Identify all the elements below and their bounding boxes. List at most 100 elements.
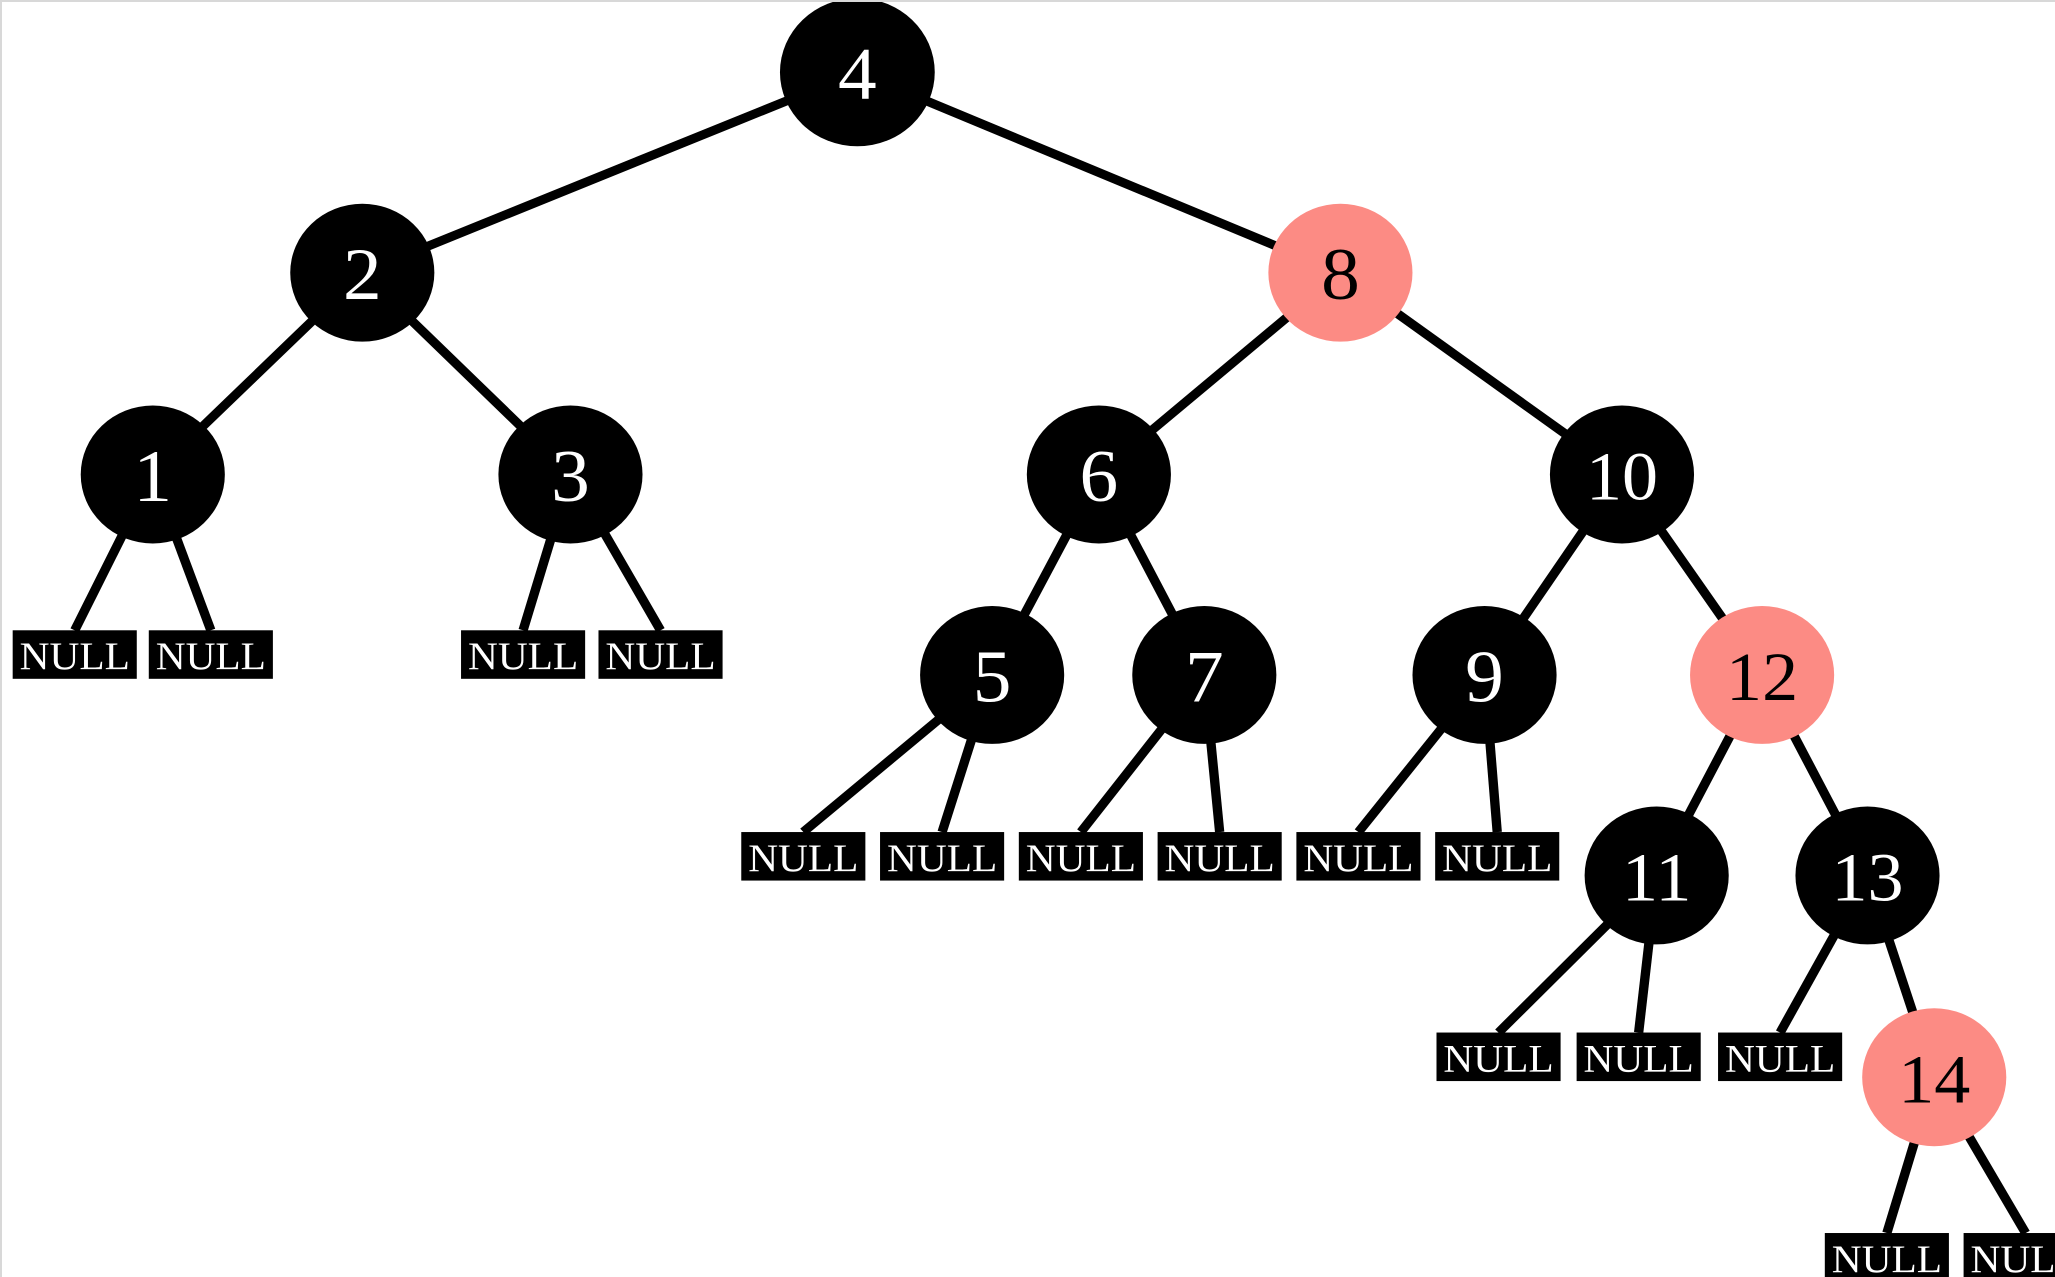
nil-node-label: NULL: [1165, 836, 1275, 880]
nil-node[interactable]: NULL: [880, 832, 1005, 881]
tree-edge: [518, 532, 558, 632]
tree-node-10[interactable]: 10: [1549, 405, 1695, 544]
nil-node-box: [148, 630, 273, 679]
tree-node-9[interactable]: 9: [1412, 606, 1557, 744]
node-label: 2: [343, 235, 382, 316]
tree-node-6[interactable]: 6: [1026, 405, 1171, 544]
tree-node-12[interactable]: 12: [1690, 606, 1835, 744]
nil-node[interactable]: NULL: [1436, 1032, 1561, 1082]
nil-node-box: [1718, 1032, 1843, 1082]
node-circle-black: [80, 405, 225, 544]
tree-edge: [1653, 522, 1731, 627]
node-circle-black: [1795, 806, 1940, 945]
nil-node-box: [1018, 832, 1143, 881]
nil-node-box: [12, 630, 137, 679]
nil-node-label: NULL: [156, 634, 266, 678]
tree-edge: [1017, 527, 1074, 623]
node-label: 5: [973, 637, 1012, 718]
tree-node-7[interactable]: 7: [1132, 606, 1277, 744]
node-circle-black: [498, 405, 643, 544]
nil-node[interactable]: NULL: [1963, 1233, 2055, 1277]
node-circle-red: [1690, 606, 1835, 744]
node-circle-black: [290, 203, 435, 342]
nil-node[interactable]: NULL: [1296, 832, 1421, 881]
nil-node[interactable]: NULL: [1435, 832, 1560, 881]
nil-node-box: [1436, 1032, 1561, 1082]
nil-node-label: NULL: [1303, 836, 1413, 880]
nil-node[interactable]: NULL: [461, 630, 586, 679]
node-circle-black: [779, 2, 935, 147]
tree-edge: [1515, 523, 1591, 627]
nil-node[interactable]: NULL: [1824, 1233, 1949, 1277]
tree-edge: [1786, 727, 1843, 823]
tree-edge: [1144, 309, 1296, 438]
nil-node[interactable]: NULL: [598, 630, 723, 679]
node-circle-black: [1584, 806, 1729, 945]
tree-edge: [403, 313, 529, 435]
tree-node-11[interactable]: 11: [1584, 806, 1729, 945]
nil-node-label: NULL: [1725, 1036, 1835, 1080]
tree-node-3[interactable]: 3: [498, 405, 643, 544]
tree-edge: [1484, 735, 1502, 833]
tree-edge: [919, 94, 1284, 253]
nil-node-box: [1576, 1032, 1701, 1082]
node-label: 6: [1080, 436, 1119, 517]
nil-node-box: [1824, 1233, 1949, 1277]
edges-layer: [70, 93, 2030, 1236]
node-circle-black: [1026, 405, 1171, 544]
tree-node-2[interactable]: 2: [290, 203, 435, 342]
node-label: 3: [551, 436, 590, 517]
tree-edge: [1205, 735, 1225, 833]
nil-node[interactable]: NULL: [12, 630, 137, 679]
tree-edge: [70, 527, 130, 633]
tree-edge: [1961, 1128, 2030, 1236]
nil-node-label: NULL: [1584, 1036, 1694, 1080]
tree-edge: [597, 525, 665, 633]
node-label: 8: [1321, 235, 1360, 316]
tree-node-14[interactable]: 14: [1862, 1008, 2007, 1147]
tree-edge: [1634, 935, 1655, 1034]
nil-node[interactable]: NULL: [1576, 1032, 1701, 1082]
nil-node[interactable]: NULL: [148, 630, 273, 679]
nil-node-box: [1963, 1233, 2055, 1277]
node-circle-black: [920, 606, 1065, 744]
nil-node-box: [1296, 832, 1421, 881]
tree-node-4[interactable]: 4: [779, 2, 935, 147]
nil-node-label: NULL: [468, 634, 578, 678]
tree-node-13[interactable]: 13: [1795, 806, 1940, 945]
nil-node-label: NULL: [1832, 1237, 1942, 1277]
nil-node-box: [741, 832, 866, 881]
tree-node-1[interactable]: 1: [80, 405, 225, 544]
nil-node[interactable]: NULL: [1157, 832, 1282, 881]
nil-nodes-layer: NULL NULL NULL NULL NULL NULL NULL NULL NULL NULL…: [12, 630, 2055, 1277]
nil-node-label: NULL: [20, 634, 130, 678]
tree-edge: [1354, 720, 1450, 835]
nil-node-label: NULL: [748, 836, 858, 880]
nil-node-label: NULL: [1443, 1036, 1553, 1080]
nil-node[interactable]: NULL: [1718, 1032, 1843, 1082]
nil-node-label: NULL: [605, 634, 715, 678]
node-label: 7: [1185, 637, 1224, 718]
nil-node-label: NULL: [1971, 1237, 2055, 1277]
tree-edge: [1681, 727, 1738, 823]
node-circle-black: [1132, 606, 1277, 744]
tree-edge: [937, 732, 978, 834]
tree-edge: [1388, 305, 1574, 442]
node-label: 1: [133, 436, 172, 517]
tree-edge: [169, 530, 216, 632]
node-label: 4: [838, 34, 877, 115]
node-circle-black: [1549, 405, 1695, 544]
tree-edge: [1882, 932, 1920, 1021]
tree-node-8[interactable]: 8: [1268, 203, 1413, 342]
nil-node[interactable]: NULL: [741, 832, 866, 881]
node-label: 14: [1898, 1042, 1970, 1118]
nil-node[interactable]: NULL: [1018, 832, 1143, 881]
nil-node-box: [1435, 832, 1560, 881]
tree-edge: [1495, 916, 1616, 1036]
node-label: 11: [1622, 840, 1691, 916]
node-circle-red: [1862, 1008, 2007, 1147]
tree-node-5[interactable]: 5: [920, 606, 1065, 744]
node-label: 12: [1726, 639, 1798, 715]
nil-node-label: NULL: [1442, 836, 1552, 880]
